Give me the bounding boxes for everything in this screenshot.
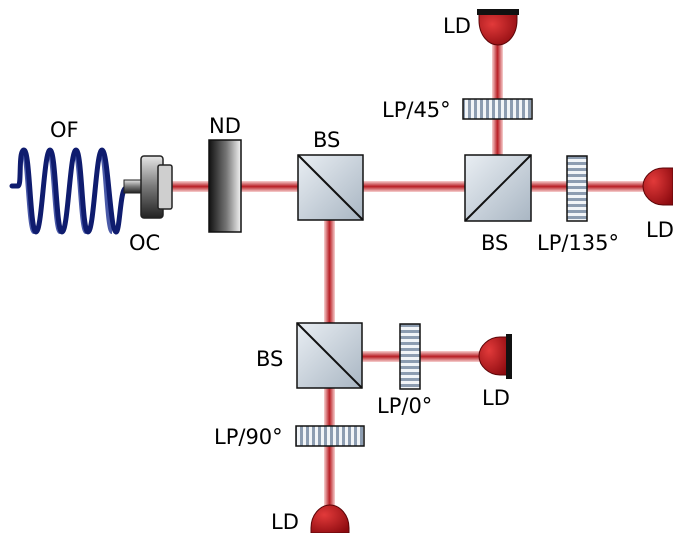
optical-fiber-coil [9, 147, 129, 235]
detector-bottom [310, 504, 350, 533]
label-bs-lower: BS [256, 347, 283, 371]
nd-filter [208, 139, 242, 233]
polarizer-135 [566, 155, 588, 222]
polarizer-0 [399, 323, 421, 390]
label-of: OF [50, 118, 79, 142]
fiber-front-loops [9, 147, 129, 235]
label-ld-lower-right: LD [482, 386, 510, 410]
component-labels: OF OC ND BS BS BS LP/45° LP/135° LP/0° L… [50, 14, 673, 533]
label-ld-right: LD [646, 218, 673, 242]
label-lp-90: LP/90° [214, 425, 283, 449]
beam-lower-bs-right [360, 351, 490, 362]
label-lp-135: LP/135° [537, 231, 619, 255]
label-ld-top: LD [443, 14, 471, 38]
label-nd: ND [209, 114, 241, 138]
polarizer-45 [462, 98, 533, 120]
detector-right [642, 167, 673, 206]
beam-splitter-right-cube [464, 154, 532, 222]
polarizer-90 [295, 425, 365, 447]
beam-splitter-lower-cube [296, 322, 363, 389]
beam-coupler-to-bs [170, 181, 652, 192]
label-oc: OC [129, 231, 160, 255]
beam-splitter-main-cube [297, 154, 364, 221]
label-lp-0: LP/0° [377, 394, 432, 418]
detector-lower-right [478, 334, 512, 379]
label-bs-main: BS [313, 128, 340, 152]
detector-top [477, 9, 519, 46]
label-lp-45: LP/45° [382, 98, 451, 122]
label-ld-bottom: LD [271, 510, 299, 533]
label-bs-right: BS [481, 231, 508, 255]
optical-coupler [123, 155, 173, 219]
coupler-tip [123, 179, 143, 194]
coupler-flange [157, 164, 173, 210]
beam-right-bs-up [492, 28, 503, 156]
